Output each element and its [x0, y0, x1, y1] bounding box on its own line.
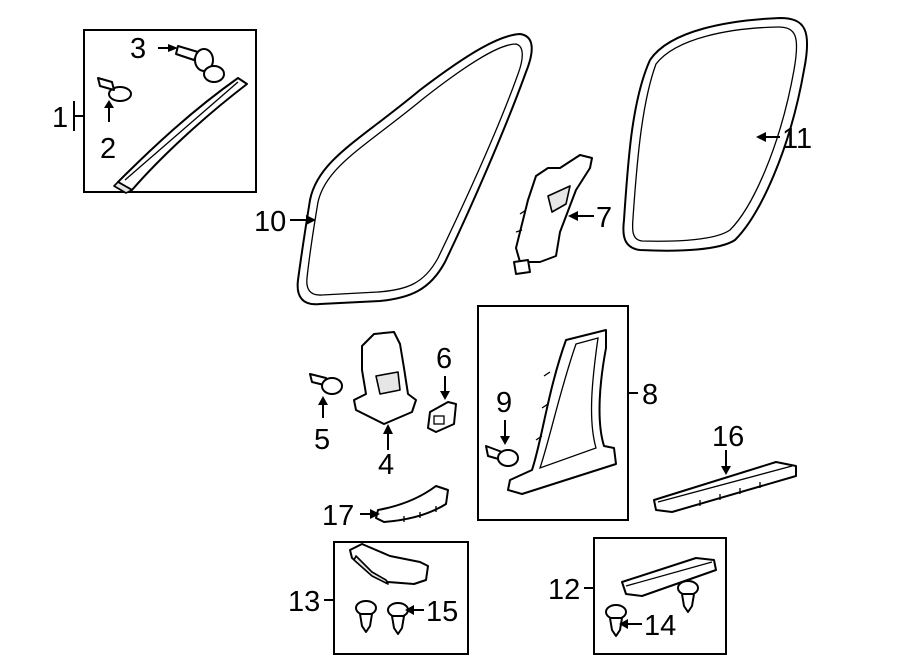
callout-15: 15 — [426, 596, 458, 628]
group-box-12 — [593, 537, 727, 655]
arrow-10 — [306, 215, 316, 225]
b-pillar-upper-trim — [513, 154, 593, 275]
clip-15b — [387, 602, 409, 635]
clip-15a — [355, 600, 377, 633]
arrow-17 — [370, 509, 380, 519]
clip-14b — [677, 580, 699, 613]
door-weatherstrip-rear — [622, 17, 809, 252]
clip-9 — [485, 445, 519, 467]
arrow-7 — [568, 211, 578, 221]
callout-14: 14 — [644, 610, 676, 642]
arrow-3 — [168, 44, 178, 52]
callout-11: 11 — [782, 123, 812, 155]
door-weatherstrip-front — [296, 33, 533, 306]
callout-3: 3 — [130, 33, 146, 65]
callout-13: 13 — [288, 586, 320, 618]
arrow-11 — [756, 132, 766, 142]
arrow-9 — [500, 436, 510, 445]
front-sill-trim-13 — [349, 543, 429, 585]
arrow-2 — [104, 100, 114, 108]
callout-10: 10 — [254, 206, 286, 238]
arrow-5 — [318, 396, 328, 405]
arrow-4 — [383, 424, 393, 434]
callout-2: 2 — [100, 133, 116, 165]
callout-6: 6 — [436, 343, 452, 375]
bracket-4 — [353, 331, 417, 425]
rear-sill-trim-12 — [621, 557, 717, 597]
arrow-14 — [619, 619, 628, 629]
clip-2 — [97, 77, 132, 102]
callout-4: 4 — [378, 449, 394, 481]
callout-5: 5 — [314, 424, 330, 456]
clip-14a — [605, 604, 627, 637]
group-box-1 — [83, 29, 257, 193]
group-box-13 — [333, 541, 469, 655]
callout-17: 17 — [322, 500, 354, 532]
kick-trim-17 — [375, 485, 449, 523]
arrow-16 — [721, 466, 731, 475]
clip-5 — [309, 373, 343, 395]
callout-1: 1 — [52, 102, 68, 134]
callout-12: 12 — [548, 574, 580, 606]
arrow-6 — [440, 391, 450, 400]
callout-16: 16 — [712, 421, 744, 453]
b-pillar-lower-trim — [507, 329, 617, 495]
callout-9: 9 — [496, 387, 512, 419]
callout-8: 8 — [642, 379, 658, 411]
cap-6 — [427, 401, 457, 433]
scuff-plate-16 — [653, 461, 797, 513]
arrow-15 — [405, 605, 414, 615]
group-box-8 — [477, 305, 629, 521]
a-pillar-trim — [113, 77, 248, 194]
clip-3 — [175, 45, 225, 83]
callout-7: 7 — [596, 202, 612, 234]
